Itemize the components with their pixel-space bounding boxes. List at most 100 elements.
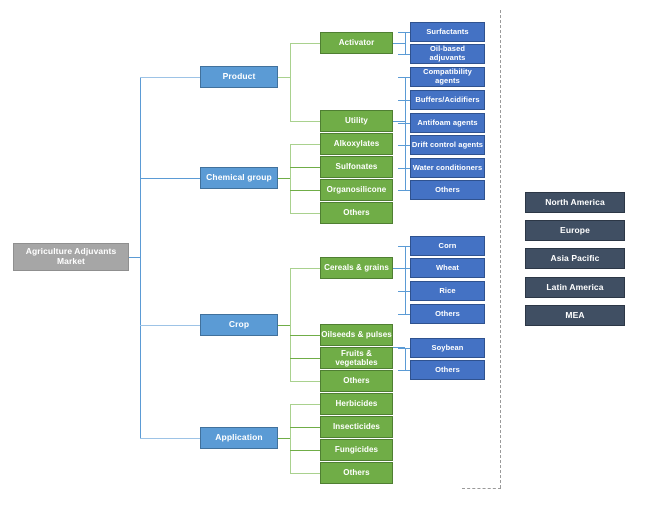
segment-chemical-group-label: Chemical group [206, 172, 272, 183]
connector-activator-stub [393, 43, 405, 44]
node-rice-label: Rice [439, 285, 456, 295]
region-asia-pacific[interactable]: Asia Pacific [525, 248, 625, 269]
segment-product[interactable]: Product [200, 66, 278, 88]
segment-application[interactable]: Application [200, 427, 278, 449]
node-insecticides[interactable]: Insecticides [320, 416, 393, 438]
node-sulfonates[interactable]: Sulfonates [320, 156, 393, 178]
connector-to-oilseed-others [398, 370, 412, 371]
connector-to-oil-based [398, 54, 412, 55]
connector-to-fruits [290, 358, 320, 359]
connector-product-spine [290, 43, 291, 122]
region-europe[interactable]: Europe [525, 220, 625, 241]
node-buffers-acidifiers-label: Buffers/Acidifiers [415, 94, 480, 104]
connector-to-fungicides [290, 450, 320, 451]
connector-to-wheat [398, 268, 412, 269]
region-north-america-label: North America [545, 196, 605, 207]
segment-chemical-group[interactable]: Chemical group [200, 167, 278, 189]
node-application-others[interactable]: Others [320, 462, 393, 484]
node-antifoam-agents[interactable]: Antifoam agents [410, 113, 485, 133]
segment-crop-label: Crop [228, 319, 250, 330]
segment-application-label: Application [215, 432, 263, 443]
connector-to-cereals [290, 268, 320, 269]
node-organosilicone[interactable]: Organosilicone [320, 179, 393, 201]
node-cereals-others[interactable]: Others [410, 304, 485, 324]
node-surfactants[interactable]: Surfactants [410, 22, 485, 42]
connector-to-insecticides [290, 427, 320, 428]
connector-to-oilseeds [290, 335, 320, 336]
node-surfactants-label: Surfactants [426, 26, 469, 36]
node-crop-others[interactable]: Others [320, 370, 393, 392]
connector-to-utility [290, 121, 320, 122]
connector-to-organosilicone [290, 190, 320, 191]
node-wheat-label: Wheat [436, 262, 459, 272]
connector-oilseeds-spine [405, 348, 406, 370]
connector-to-drift [398, 145, 412, 146]
connector-to-antifoam [398, 123, 412, 124]
connector-utility-spine [405, 77, 406, 190]
connector-application-stub [278, 438, 290, 439]
node-fungicides[interactable]: Fungicides [320, 439, 393, 461]
node-water-conditioners-label: Water conditioners [412, 162, 483, 172]
connector-to-soybean [398, 348, 412, 349]
node-compatibility-agents[interactable]: Compatibility agents [410, 67, 485, 87]
connector-to-application [140, 438, 200, 439]
connector-to-alkoxylates [290, 144, 320, 145]
node-cereals-and-grains[interactable]: Cereals & grains [320, 257, 393, 279]
node-corn[interactable]: Corn [410, 236, 485, 256]
node-fruits-and-vegetables[interactable]: Fruits & vegetables [320, 347, 393, 369]
node-drift-control-agents-label: Drift control agents [411, 139, 484, 149]
node-chemical-others-label: Others [343, 208, 370, 218]
connector-product-stub [278, 77, 290, 78]
node-cereals-and-grains-label: Cereals & grains [324, 263, 389, 273]
node-soybean-label: Soybean [431, 342, 464, 352]
connector-to-cereal-others [398, 314, 412, 315]
region-north-america[interactable]: North America [525, 192, 625, 213]
connector-to-compatibility [398, 77, 412, 78]
node-cereals-others-label: Others [435, 308, 460, 318]
node-alkoxylates-label: Alkoxylates [333, 139, 380, 149]
connector-chemgroup-stub [278, 178, 290, 179]
connector-application-spine [290, 404, 291, 473]
node-soybean[interactable]: Soybean [410, 338, 485, 358]
node-activator[interactable]: Activator [320, 32, 393, 54]
connector-to-product [140, 77, 200, 78]
connector-to-chemical-group [140, 178, 200, 179]
node-drift-control-agents[interactable]: Drift control agents [410, 135, 485, 155]
region-mea[interactable]: MEA [525, 305, 625, 326]
connector-to-chem-others [290, 213, 320, 214]
connector-to-crop [140, 325, 200, 326]
node-activator-label: Activator [338, 38, 375, 48]
node-water-conditioners[interactable]: Water conditioners [410, 158, 485, 178]
connector-root-stub [128, 257, 141, 258]
node-wheat[interactable]: Wheat [410, 258, 485, 278]
connector-to-sulfonates [290, 167, 320, 168]
connector-oilseeds-stub [393, 347, 405, 348]
connector-to-utility-others [398, 190, 412, 191]
node-oilseeds-others[interactable]: Others [410, 360, 485, 380]
node-oil-based-adjuvants[interactable]: Oil-based adjuvants [410, 44, 485, 64]
node-buffers-acidifiers[interactable]: Buffers/Acidifiers [410, 90, 485, 110]
connector-cereals-spine [405, 246, 406, 314]
connector-to-herbicides [290, 404, 320, 405]
node-rice[interactable]: Rice [410, 281, 485, 301]
node-oilseeds-and-pulses[interactable]: Oilseeds & pulses [320, 324, 393, 346]
connector-trunk-upper [140, 77, 141, 257]
node-utility[interactable]: Utility [320, 110, 393, 132]
segment-crop[interactable]: Crop [200, 314, 278, 336]
node-utility-others[interactable]: Others [410, 180, 485, 200]
node-application-others-label: Others [343, 468, 370, 478]
connector-activator-spine [405, 32, 406, 54]
root-node-agriculture-adjuvants-market[interactable]: Agriculture Adjuvants Market [13, 243, 129, 271]
connector-utility-stub [393, 121, 405, 122]
node-antifoam-agents-label: Antifoam agents [417, 117, 478, 127]
connector-to-crop-others [290, 381, 320, 382]
connector-to-corn [398, 246, 412, 247]
node-oilseeds-and-pulses-label: Oilseeds & pulses [321, 330, 392, 340]
node-alkoxylates[interactable]: Alkoxylates [320, 133, 393, 155]
node-oilseeds-others-label: Others [435, 364, 460, 374]
node-herbicides[interactable]: Herbicides [320, 393, 393, 415]
root-node-label: Agriculture Adjuvants Market [25, 246, 117, 266]
region-latin-america[interactable]: Latin America [525, 277, 625, 298]
region-asia-pacific-label: Asia Pacific [550, 252, 600, 263]
node-chemical-others[interactable]: Others [320, 202, 393, 224]
